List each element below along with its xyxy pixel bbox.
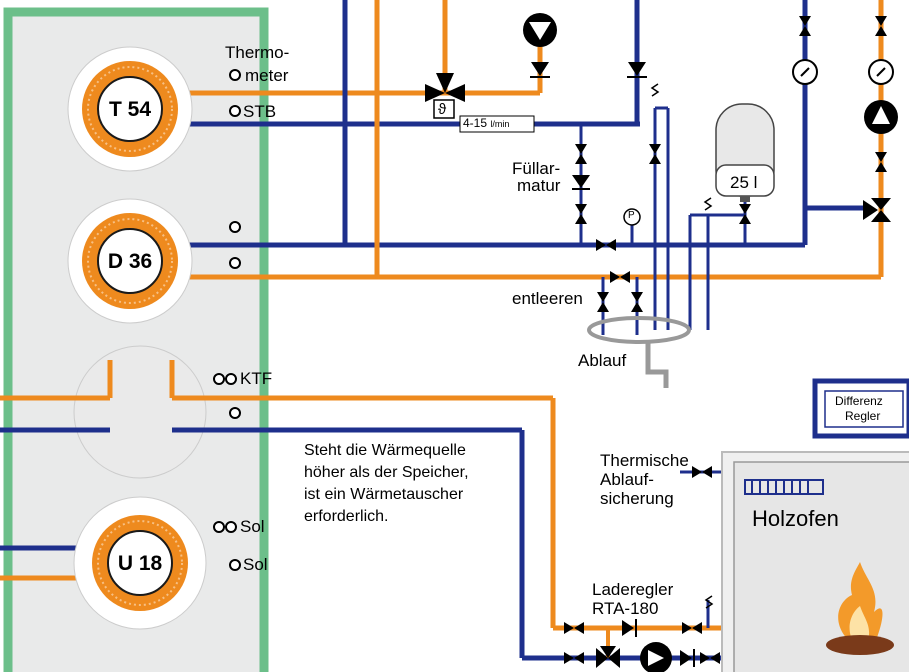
- note-line: Steht die Wärmequelle: [304, 442, 466, 459]
- bottom-fittings: [564, 619, 720, 672]
- expansion-vessel: [715, 103, 775, 202]
- outlet-pipe: [645, 342, 669, 388]
- thermal-safety-label-3: sicherung: [600, 489, 674, 508]
- coil-label-d36: D 36: [107, 250, 153, 273]
- pump-icon: [523, 13, 557, 47]
- ktf-label: KTF: [240, 369, 273, 388]
- fill-fitting-label-1: Füllar-: [512, 159, 561, 178]
- check-valve-icon: [531, 62, 549, 76]
- coil-label-t54: T 54: [108, 98, 152, 121]
- coil-middle: [67, 198, 193, 324]
- thermal-safety-coil: [744, 479, 824, 495]
- drain-funnel: [587, 316, 691, 344]
- stb-label: STB: [243, 102, 277, 121]
- note-line: ist ein Wärmetauscher: [304, 486, 464, 503]
- thermal-safety-label-2: Ablauf-: [600, 470, 654, 489]
- controller-label-2: Regler: [845, 409, 881, 423]
- stove-label: Holzofen: [752, 506, 839, 531]
- expansion-vessel-label: 25 l: [730, 173, 758, 192]
- mixing-valve: [425, 73, 465, 119]
- charge-controller-label-2: RTA-180: [592, 599, 659, 618]
- horizontal-valves: [596, 239, 630, 283]
- fill-valves: [572, 144, 751, 224]
- pressure-gauge-icon: [623, 208, 641, 226]
- fill-fitting-label-2: matur: [517, 176, 561, 195]
- controller-label-1: Differenz: [835, 394, 883, 408]
- flow-meter-box: [459, 115, 535, 133]
- coil-bottom: [73, 496, 207, 630]
- charge-controller-label-1: Laderegler: [592, 580, 674, 599]
- mixer-symbol: ϑ: [438, 101, 447, 118]
- safety-valve-icon: [650, 83, 714, 609]
- heat-exchanger-note: Steht die Wärmequelle höher als der Spei…: [304, 440, 469, 528]
- coil-top: [67, 46, 193, 172]
- thermal-safety-label-1: Thermische: [600, 451, 689, 470]
- sensor-ports: [213, 69, 241, 571]
- outlet-label: Ablauf: [578, 351, 627, 370]
- thermometer-label-1: Thermo-: [225, 43, 290, 62]
- pressure-label: P: [628, 210, 635, 221]
- note-line: höher als der Speicher,: [304, 464, 469, 481]
- right-fittings: [792, 16, 898, 222]
- coil-label-u18: U 18: [117, 552, 163, 575]
- thermometer-label-2: meter: [245, 66, 289, 85]
- sol-label-2: Sol: [243, 555, 268, 574]
- drain-label: entleeren: [512, 289, 583, 308]
- check-valve-icon: [628, 62, 646, 76]
- wood-stove: [721, 451, 909, 672]
- sol-label-1: Sol: [240, 517, 265, 536]
- flow-rate-label: 4-15 l/min: [463, 116, 510, 130]
- coil-empty: [73, 345, 207, 479]
- note-line: erforderlich.: [304, 508, 389, 525]
- drain-valves: [597, 292, 643, 312]
